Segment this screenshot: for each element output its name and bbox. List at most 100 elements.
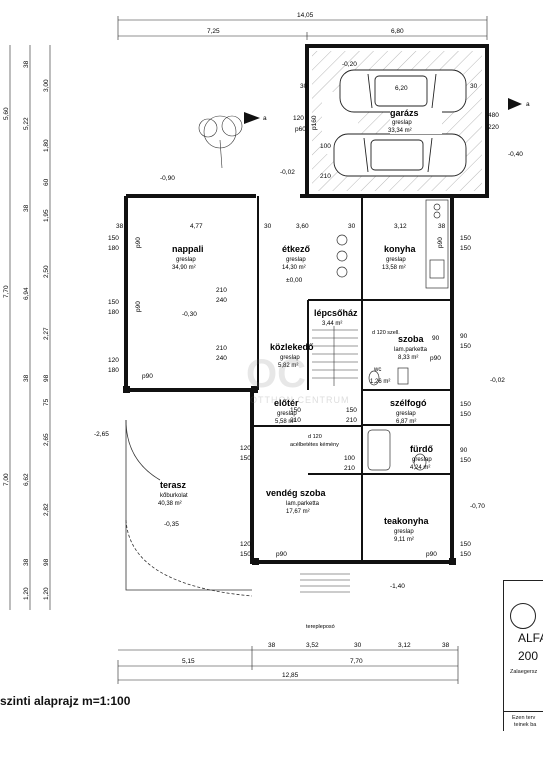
svg-text:38: 38 bbox=[23, 204, 30, 212]
dim-top-left: 7,25 bbox=[207, 28, 220, 35]
title-block-note: Ezen terv bbox=[512, 715, 536, 721]
svg-text:210: 210 bbox=[216, 287, 227, 294]
svg-text:2,65: 2,65 bbox=[43, 433, 50, 446]
svg-text:7,00: 7,00 bbox=[3, 473, 10, 486]
company-logo-icon bbox=[510, 603, 536, 629]
title-block-divider bbox=[504, 711, 543, 712]
svg-text:p90: p90 bbox=[426, 551, 437, 558]
dim-top-right: 6,80 bbox=[391, 28, 404, 35]
svg-text:100: 100 bbox=[320, 143, 331, 150]
watermark-text: OTTHON CENTRUM bbox=[250, 395, 350, 405]
svg-text:3,52: 3,52 bbox=[306, 642, 319, 649]
car-icon bbox=[339, 69, 467, 113]
svg-text:30: 30 bbox=[264, 223, 272, 230]
room-floor-terrace: kőburkolat bbox=[160, 493, 188, 499]
svg-text:210: 210 bbox=[216, 345, 227, 352]
door-note-2: acélbetétes kémény bbox=[290, 442, 339, 448]
svg-text:p90: p90 bbox=[430, 355, 441, 362]
left-dimension-lines bbox=[9, 45, 51, 610]
svg-text:2,50: 2,50 bbox=[43, 265, 50, 278]
room-name-guest: vendég szoba bbox=[266, 488, 327, 498]
svg-text:38: 38 bbox=[442, 642, 450, 649]
svg-text:-0,70: -0,70 bbox=[470, 503, 485, 510]
kitchen-counter-icon bbox=[425, 199, 449, 289]
svg-text:150: 150 bbox=[460, 457, 471, 464]
svg-text:150: 150 bbox=[460, 411, 471, 418]
room-name-stairs: lépcsőház bbox=[314, 308, 358, 318]
tree-icon bbox=[198, 115, 243, 169]
room-area-vestibule: 5,58 m² bbox=[275, 419, 295, 425]
room-floor-living: greslap bbox=[176, 257, 196, 263]
svg-text:90: 90 bbox=[460, 447, 468, 454]
room-area-tea: 9,11 m² bbox=[394, 537, 414, 543]
room-area-garage: 33,34 m² bbox=[388, 128, 412, 134]
room-area-stairs: 3,44 m² bbox=[322, 321, 342, 327]
door-note: d 120 bbox=[308, 434, 322, 440]
title-block-year: 200 bbox=[518, 649, 539, 663]
svg-text:p60: p60 bbox=[295, 126, 306, 133]
room-floor-tea: greslap bbox=[394, 529, 414, 535]
svg-text:30: 30 bbox=[348, 223, 356, 230]
level-markers: -0,90 -0,02 -0,30 ±0,00 -0,02 -2,65 -0,3… bbox=[94, 169, 505, 590]
plan-caption: szinti alaprajz m=1:100 bbox=[0, 694, 131, 708]
svg-text:-0,02: -0,02 bbox=[280, 169, 295, 176]
svg-text:38: 38 bbox=[23, 60, 30, 68]
room-name-kitchen: konyha bbox=[384, 244, 417, 254]
svg-text:p90: p90 bbox=[135, 301, 142, 312]
toilet-icon bbox=[368, 367, 409, 386]
svg-text:120: 120 bbox=[240, 541, 251, 548]
svg-text:2,27: 2,27 bbox=[43, 327, 50, 340]
room-area-dining: 14,30 m² bbox=[282, 265, 306, 271]
room-area-wind: 6,87 m² bbox=[396, 419, 416, 425]
svg-text:150: 150 bbox=[240, 455, 251, 462]
dim-living-width: 4,77 bbox=[190, 223, 203, 230]
room-area-guest: 17,67 m² bbox=[286, 509, 310, 515]
level-garage-out: -0,40 bbox=[508, 151, 523, 158]
room-name-bath: fürdő bbox=[410, 444, 433, 454]
level-garage: -0,20 bbox=[342, 61, 357, 68]
svg-text:p90: p90 bbox=[437, 237, 444, 248]
svg-text:210: 210 bbox=[320, 173, 331, 180]
room-name-hall: közlekedő bbox=[270, 342, 314, 352]
dim-dining-width: 3,60 bbox=[296, 223, 309, 230]
svg-text:120: 120 bbox=[293, 115, 304, 122]
svg-text:38: 38 bbox=[23, 558, 30, 566]
watermark-logo: OC bbox=[246, 352, 306, 396]
room-name-vestibule: előtér bbox=[274, 398, 299, 408]
room-floor-vestibule: greslap bbox=[277, 411, 297, 417]
svg-text:240: 240 bbox=[216, 355, 227, 362]
stair-icon bbox=[312, 326, 358, 386]
steps-icon bbox=[300, 573, 350, 593]
svg-text:180: 180 bbox=[108, 245, 119, 252]
room-name-terrace: terasz bbox=[160, 480, 187, 490]
opening-labels: 150 180 150 180 120 180 210 240 210 240 … bbox=[108, 235, 471, 558]
svg-text:90: 90 bbox=[460, 333, 468, 340]
svg-text:6,94: 6,94 bbox=[23, 287, 30, 300]
svg-text:150: 150 bbox=[460, 401, 471, 408]
room-name-wind: szélfogó bbox=[390, 398, 427, 408]
svg-text:150: 150 bbox=[460, 551, 471, 558]
svg-text:38: 38 bbox=[116, 223, 124, 230]
room-floor-dining: greslap bbox=[286, 257, 306, 263]
svg-text:1,80: 1,80 bbox=[43, 139, 50, 152]
room-floor-wind: greslap bbox=[396, 411, 416, 417]
garage-door-width: 480 bbox=[488, 112, 499, 119]
svg-text:p160: p160 bbox=[311, 115, 318, 130]
svg-text:30: 30 bbox=[300, 83, 308, 90]
room-floor-hall: greslap bbox=[280, 355, 300, 361]
svg-text:-0,90: -0,90 bbox=[160, 175, 175, 182]
room-area-room: 8,33 m² bbox=[398, 355, 418, 361]
dim-bottom-left: 5,15 bbox=[182, 658, 195, 665]
svg-text:150: 150 bbox=[460, 541, 471, 548]
room-area-living: 34,90 m² bbox=[172, 265, 196, 271]
room-floor-room: lam.parketta bbox=[394, 347, 428, 353]
svg-text:150: 150 bbox=[240, 551, 251, 558]
garage-door-height: 220 bbox=[488, 124, 499, 131]
title-block-title: ALFA bbox=[518, 631, 543, 645]
svg-text:98: 98 bbox=[43, 374, 50, 382]
room-floor-bath: greslap bbox=[412, 457, 432, 463]
svg-text:30: 30 bbox=[354, 642, 362, 649]
svg-text:120: 120 bbox=[240, 445, 251, 452]
svg-text:1,95: 1,95 bbox=[43, 209, 50, 222]
room-name-tea: teakonyha bbox=[384, 516, 430, 526]
